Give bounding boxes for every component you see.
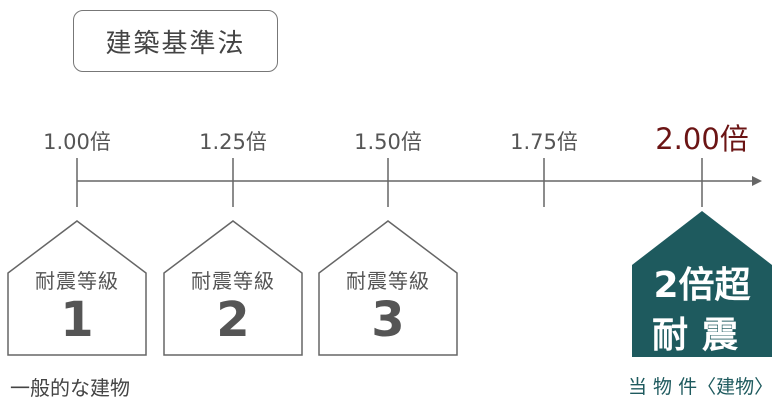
house-2-number: 2 — [216, 292, 250, 348]
house-3-number: 3 — [371, 292, 405, 348]
building-standard-law-label: 建築基準法 — [105, 28, 246, 59]
caption-this-property: 当 物 件〈建物〉 — [628, 376, 774, 398]
scale-label-1-00: 1.00倍 — [43, 130, 111, 154]
caption-general-building: 一般的な建物 — [10, 376, 130, 400]
house-1-title: 耐震等級 — [35, 269, 119, 293]
house-1-number: 1 — [60, 292, 94, 348]
house-3-title: 耐震等級 — [346, 269, 430, 293]
scale-label-1-75: 1.75倍 — [510, 130, 578, 154]
scale-label-1-25: 1.25倍 — [199, 130, 267, 154]
building-standard-law-box: 建築基準法 — [73, 10, 278, 72]
scale-label-2-00-highlight: 2.00倍 — [655, 122, 749, 156]
house-shape-grade-2 — [163, 220, 303, 356]
house-shape-special — [632, 211, 772, 357]
house-shape-grade-1 — [7, 220, 147, 356]
house-shape-grade-3 — [318, 220, 458, 356]
scale-axis-arrowhead — [752, 176, 762, 186]
special-house-line1: 2倍超 — [653, 265, 751, 306]
scale-label-1-50: 1.50倍 — [354, 130, 422, 154]
special-house-line2: 耐震 — [651, 315, 752, 356]
house-2-title: 耐震等級 — [191, 269, 275, 293]
